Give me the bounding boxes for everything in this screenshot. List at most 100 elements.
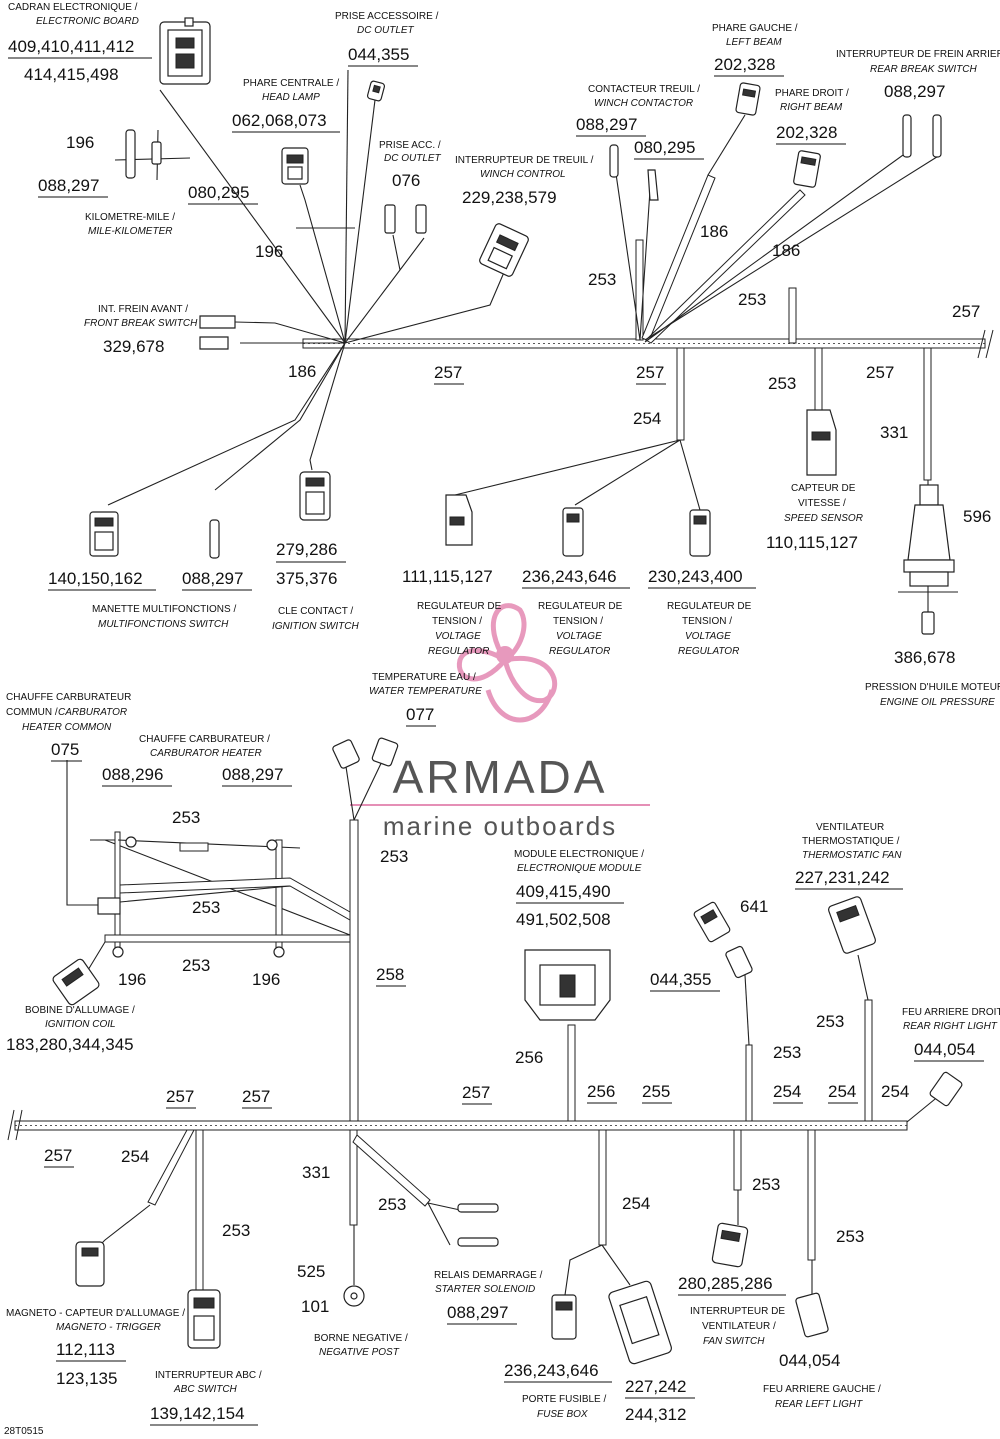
dc-outlet-connector (366, 80, 386, 102)
num-winch-contactor-1: 088,297 (576, 115, 637, 134)
label-abc-fr: INTERRUPTEUR ABC / (155, 1370, 262, 1381)
branch-253-speed (814, 347, 823, 411)
num-596: 596 (963, 507, 991, 526)
thermostatic-fan-connector (828, 896, 876, 954)
num-right-beam: 202,328 (776, 123, 837, 142)
fuse-box-connector-1 (551, 1294, 577, 1340)
num-b-253-2: 253 (378, 1195, 406, 1214)
label-regulator-3-fr2: TENSION / (682, 616, 732, 627)
carb-wire-c (119, 885, 291, 903)
top-components (89, 17, 958, 635)
branch-253-right (788, 287, 797, 344)
num-b-254-1: 254 (773, 1082, 801, 1101)
label-km-en: MILE-KILOMETER (88, 226, 172, 237)
num-solenoid: 088,297 (447, 1303, 508, 1322)
label-regulator-2-en2: REGULATOR (549, 646, 610, 657)
num-ignition-switch-1: 279,286 (276, 540, 337, 559)
num-front-brake: 329,678 (103, 337, 164, 356)
label-dc-outlet-fr: PRISE ACCESSOIRE / (335, 11, 439, 22)
water-temp-connectors (332, 737, 399, 769)
branch-253-outlet (745, 1044, 753, 1122)
multifunction-switch-connector (89, 511, 119, 557)
label-winch-contactor-en: WINCH CONTACTOR (594, 98, 693, 109)
label-fuse-fr: PORTE FUSIBLE / (522, 1394, 607, 1405)
branch-253-abc (195, 1129, 204, 1291)
label-regulator-2-fr2: TENSION / (553, 616, 603, 627)
label-regulator-2-fr1: REGULATEUR DE (538, 601, 623, 612)
label-left-beam-fr: PHARE GAUCHE / (712, 23, 798, 34)
head-lamp-connector (281, 147, 309, 185)
label-right-beam-fr: PHARE DROIT / (775, 88, 849, 99)
wire-to-front-brake-1 (234, 321, 346, 344)
label-winch-control-en: WINCH CONTROL (480, 169, 566, 180)
fuse-wires (564, 1244, 631, 1296)
label-regulator-1-fr2: TENSION / (432, 616, 482, 627)
num-257-d: 257 (952, 302, 980, 321)
num-b-254-3: 254 (881, 1082, 909, 1101)
label-regulator-3-en2: REGULATOR (678, 646, 739, 657)
num-b-255: 255 (642, 1082, 670, 1101)
logo-sub-text: marine outboards (383, 811, 617, 841)
oil-pressure-sensor (898, 484, 958, 635)
num-regulator-2: 236,243,646 (522, 567, 617, 586)
dc-outlet-2-connectors (384, 204, 427, 234)
km-mile-terminals (125, 129, 162, 179)
speed-sensor-connector (806, 409, 837, 476)
num-multifunction-2: 088,297 (182, 569, 243, 588)
label-solenoid-fr: RELAIS DEMARRAGE / (434, 1270, 543, 1281)
num-b-525: 525 (297, 1262, 325, 1281)
bottom-components (52, 737, 963, 1365)
label-dc-outlet-2-fr: PRISE ACC. / (379, 140, 441, 151)
num-253-trunk: 253 (380, 847, 408, 866)
wire-to-multifunction (107, 342, 346, 506)
label-head-lamp-en: HEAD LAMP (262, 92, 320, 103)
num-257-c: 257 (866, 363, 894, 382)
right-beam-connector (793, 150, 821, 188)
abc-switch-connector (187, 1289, 221, 1349)
label-ignition-switch-fr: CLE CONTACT / (278, 606, 353, 617)
label-ignition-coil-en: IGNITION COIL (45, 1019, 116, 1030)
label-negative-en: NEGATIVE POST (319, 1347, 400, 1358)
num-257-a: 257 (434, 363, 462, 382)
left-beam-wire (707, 114, 746, 176)
bottom-labels: TEMPERATURE EAU / WATER TEMPERATURE 077 … (4, 672, 1000, 1437)
label-rear-brake-en: REAR BREAK SWITCH (870, 64, 977, 75)
label-head-lamp-fr: PHARE CENTRALE / (243, 78, 339, 89)
num-b-331: 331 (302, 1163, 330, 1182)
label-module-en: ELECTRONIQUE MODULE (517, 863, 642, 874)
winch-contactor-terminals (609, 144, 659, 201)
wire-to-head-lamp (299, 184, 346, 344)
num-b-254-5: 254 (622, 1194, 650, 1213)
label-electronic-board-en: ELECTRONIC BOARD (36, 16, 139, 27)
num-b-253-3: 253 (752, 1175, 780, 1194)
num-carb-heater-2: 088,297 (222, 765, 283, 784)
label-fuse-en: FUSE BOX (537, 1409, 588, 1420)
num-fuse-2: 227,242 (625, 1377, 686, 1396)
num-carb-common: 075 (51, 740, 79, 759)
label-km-fr: KILOMETRE-MILE / (85, 212, 175, 223)
num-km-088: 088,297 (38, 176, 99, 195)
num-module-1: 409,415,490 (516, 882, 611, 901)
ring-carb-left (125, 836, 137, 848)
num-186-junction: 186 (288, 362, 316, 381)
label-rear-left-fr: FEU ARRIERE GAUCHE / (763, 1384, 881, 1395)
num-b-257-3: 257 (462, 1083, 490, 1102)
num-water-temp: 077 (406, 705, 434, 724)
label-electronic-board-fr: CADRAN ELECTRONIQUE / (8, 2, 138, 13)
ring-carb-right (266, 839, 278, 851)
wire-to-ignition-switch (309, 342, 346, 471)
fan-relay-connector-641 (693, 901, 731, 943)
num-fan-switch: 280,285,286 (678, 1274, 773, 1293)
num-b-257-1: 257 (166, 1087, 194, 1106)
num-b-256: 256 (587, 1082, 615, 1101)
outlet-044-355-connector (725, 945, 753, 979)
num-km-196: 196 (66, 133, 94, 152)
logo-main-text: ARMADA (393, 751, 608, 803)
num-258: 258 (376, 965, 404, 984)
top-harness (107, 69, 994, 511)
label-negative-fr: BORNE NEGATIVE / (314, 1333, 408, 1344)
num-331-oil: 331 (880, 423, 908, 442)
num-b-101: 101 (301, 1297, 329, 1316)
label-rear-brake-fr: INTERRUPTEUR DE FREIN ARRIERE / (836, 49, 1000, 60)
label-fan-switch-en: FAN SWITCH (703, 1336, 765, 1347)
